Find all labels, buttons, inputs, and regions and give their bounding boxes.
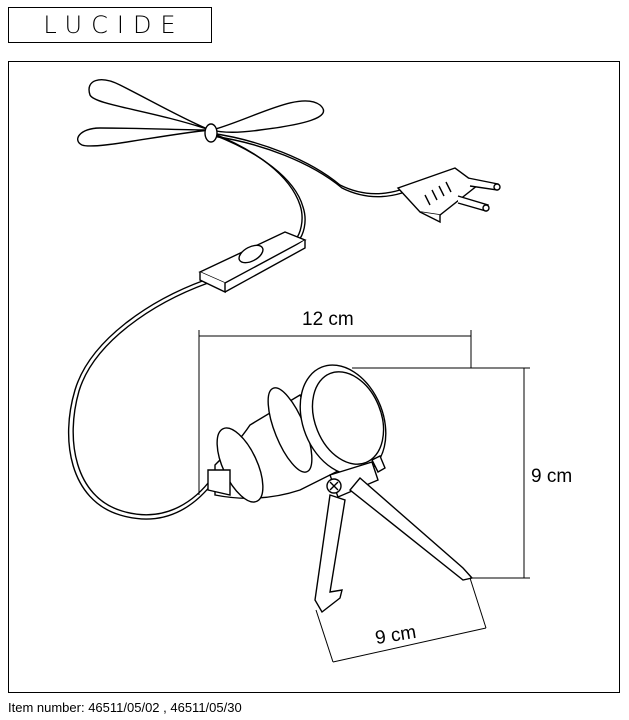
cord-knot (204, 123, 218, 143)
power-cord (67, 79, 403, 520)
brand-logo-text: LUCIDE (43, 11, 185, 39)
dimension-lines (198, 330, 530, 663)
depth-dimension-line (332, 627, 487, 663)
inline-switch (198, 231, 307, 294)
drawing-frame (8, 61, 620, 693)
lamp-head (207, 364, 387, 503)
height-dimension-label: 9 cm (531, 466, 572, 487)
tripod-legs (314, 455, 474, 614)
euro-plug (396, 167, 501, 224)
brand-logo: LUCIDE (8, 7, 212, 43)
item-number-text: Item number: 46511/05/02 , 46511/05/30 (8, 700, 242, 715)
width-dimension-label: 12 cm (302, 309, 354, 330)
